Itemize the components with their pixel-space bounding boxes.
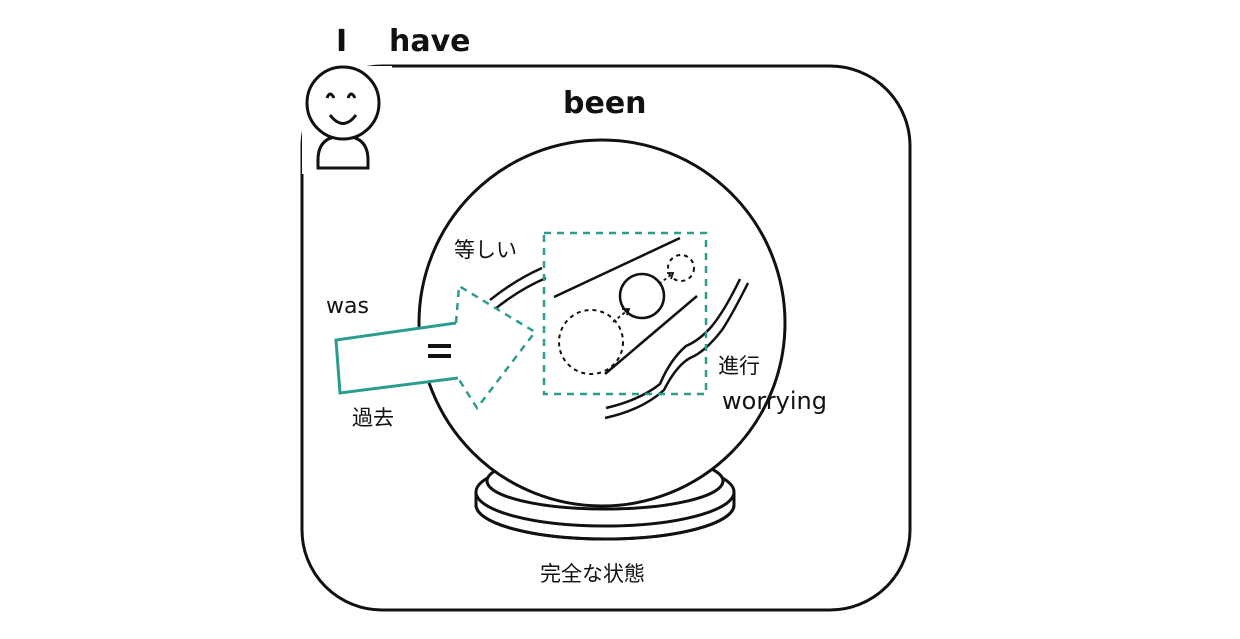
crystal-ball [417, 138, 787, 508]
equals-symbol: = [428, 336, 429, 337]
state-box [300, 64, 912, 612]
past-arrow-head [454, 283, 537, 411]
person-icon [302, 65, 392, 174]
progressive-label: 進行 [718, 354, 760, 378]
box-caption: 完全な状態 [540, 562, 645, 586]
worry-tube [553, 236, 750, 420]
past-arrow-body [334, 321, 459, 395]
subject-label: I [336, 24, 348, 59]
verb-label: worrying [722, 387, 827, 415]
equal-label: 等しい [454, 238, 517, 262]
past-label: 過去 [352, 406, 394, 430]
was-label: was [326, 294, 369, 319]
box-title: been [563, 86, 647, 121]
auxiliary-label: have [389, 24, 471, 59]
progressive-frame [542, 231, 708, 396]
